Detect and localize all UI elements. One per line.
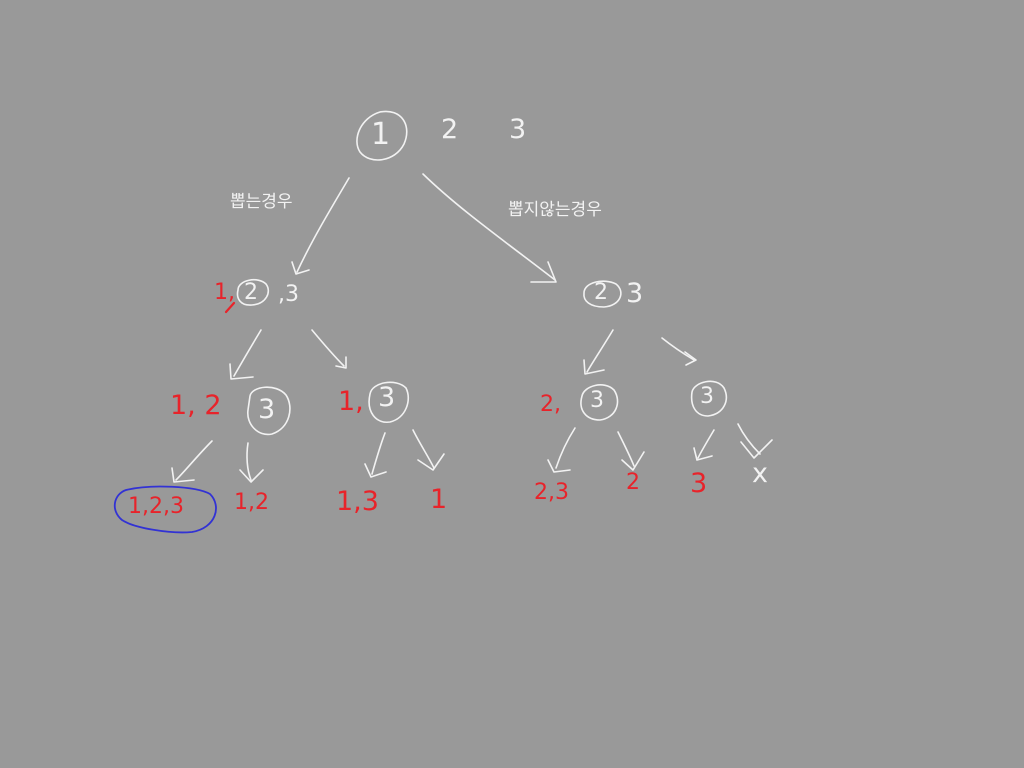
l1-left-picked: 1,: [214, 280, 235, 305]
edge-lr-c: [371, 432, 386, 475]
leaf-subset-13: 1,3: [336, 486, 379, 517]
arrowhead-root-left: [291, 261, 310, 275]
edge-l1left-lr: [311, 329, 345, 367]
l1-right-current: 2: [594, 280, 608, 305]
leaf-subset-123: 1,2,3: [128, 494, 184, 519]
leaf-subset-23: 2,3: [534, 480, 569, 505]
root-rest-b: 3: [509, 114, 527, 145]
circle-l1-left: [236, 278, 270, 306]
edge-ll-b: [246, 442, 252, 481]
arrowhead-l1left-ll: [229, 363, 254, 380]
pick-branch-label: 뽑는경우: [230, 192, 293, 212]
highlight-ring: [113, 485, 217, 534]
l2-rl-picked: 2,: [540, 392, 561, 417]
arrowhead-rl-e: [547, 459, 571, 473]
l2-ll-picked: 1, 2: [170, 390, 222, 421]
l2-ll-current: 3: [258, 394, 276, 425]
circle-l1-right: [583, 280, 622, 308]
edge-rl-f: [617, 431, 635, 467]
edge-l1right-rl: [586, 329, 614, 373]
l1-left-rest: ,3: [278, 282, 299, 307]
arrowhead-rr-h: [740, 439, 773, 459]
arrowhead-l1right-rl: [583, 359, 605, 375]
arrowhead-rr-g: [693, 447, 713, 461]
arrowhead-root-right: [530, 261, 557, 283]
root-circle: [356, 110, 408, 161]
leaf-subset-12: 1,2: [234, 490, 269, 515]
circle-l2-lr: [368, 381, 410, 423]
leaf-subset-2: 2: [626, 470, 640, 495]
l2-rl-current: 3: [590, 388, 604, 413]
red-flick-mark: [224, 301, 236, 314]
l2-lr-picked: 1,: [338, 386, 364, 417]
edge-lr-d: [412, 429, 435, 469]
arrowhead-ll-b: [239, 469, 264, 483]
arrowhead-lr-d: [417, 453, 445, 471]
circle-l2-ll: [247, 386, 291, 436]
skip-branch-label: 뽑지않는경우: [508, 200, 602, 220]
edge-root-right: [422, 173, 556, 281]
arrowhead-rl-f: [621, 451, 645, 471]
edge-l1left-ll: [233, 329, 262, 377]
circle-l2-rl: [580, 384, 619, 421]
edge-l1right-rr: [661, 337, 695, 361]
l2-lr-current: 3: [378, 382, 396, 413]
leaf-empty-mark: x: [752, 458, 768, 489]
arrowhead-l1right-rr: [684, 351, 697, 366]
edge-rr-h: [737, 423, 761, 455]
arrowhead-lr-c: [364, 463, 387, 478]
arrowhead-ll-a: [171, 467, 195, 483]
edge-rr-g: [697, 429, 715, 459]
leaf-subset-1: 1: [430, 484, 448, 515]
edge-root-left: [296, 177, 350, 273]
edge-rl-e: [555, 427, 576, 469]
root-rest-a: 2: [441, 114, 459, 145]
leaf-subset-3: 3: [690, 468, 708, 499]
arrowhead-l1left-lr: [335, 356, 347, 369]
circle-l2-rr: [690, 380, 728, 417]
l2-rr-current: 3: [700, 384, 714, 409]
l1-right-rest: 3: [626, 278, 644, 309]
l1-left-current: 2: [244, 280, 258, 305]
edge-ll-a: [175, 440, 213, 481]
root-current: 1: [371, 117, 391, 152]
